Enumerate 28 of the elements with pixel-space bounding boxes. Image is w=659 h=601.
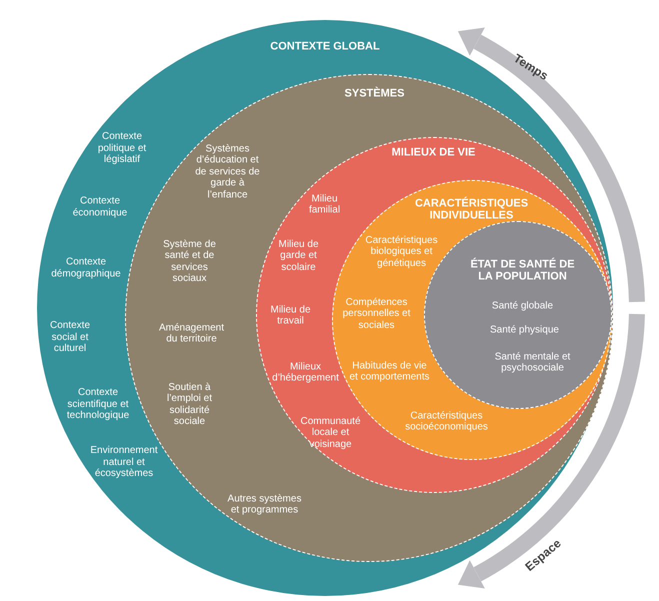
factor-label: Systèmes d’éducation et de services de garde à l’enfance — [194, 142, 261, 200]
factor-label: Milieu de garde et scolaire — [277, 238, 320, 273]
factor-label: Milieu familial — [308, 193, 342, 216]
ring-title: CONTEXTE GLOBAL — [269, 40, 381, 54]
ring-title: ÉTAT DE SANTÉ DE LA POPULATION — [470, 258, 575, 284]
factor-label: Contexte politique et législatif — [96, 130, 148, 166]
factor-label: Environnement naturel et écosystèmes — [89, 444, 159, 480]
factor-label: Contexte social et culturel — [48, 320, 92, 354]
ring-title: SYSTÈMES — [344, 87, 406, 100]
factor-label: Santé physique — [489, 324, 560, 336]
factor-label: Habitudes de vie et comportements — [348, 360, 430, 383]
ring-title: CARACTÉRISTIQUES INDIVIDUELLES — [414, 196, 530, 222]
factor-label: Système de santé et de services sociaux — [162, 238, 217, 284]
factor-label: Aménagement du territoire — [158, 322, 226, 345]
factor-label: Contexte démographique — [50, 256, 122, 280]
factor-label: Compétences personnelles et sociales — [342, 296, 412, 331]
factor-label: Caractéristiques socioéconomiques — [404, 410, 489, 433]
factor-label: Autres systèmes et programmes — [226, 493, 302, 516]
factor-label: Soutien à l’emploi et solidarité sociale — [166, 382, 214, 428]
factor-label: Santé globale — [490, 300, 554, 312]
factor-label: Milieux d’hébergement — [271, 361, 340, 384]
factor-label: Contexte scientifique et technologique — [66, 386, 130, 422]
factor-label: Milieu de travail — [269, 304, 312, 327]
factor-label: Caractéristiques biologiques et génétiques — [364, 234, 439, 269]
ring-title: MILIEUX DE VIE — [390, 146, 476, 159]
factor-label: Contexte économique — [72, 196, 128, 218]
factor-label: Santé mentale et psychosociale — [494, 351, 572, 374]
factor-label: Communauté locale et voisinage — [300, 415, 362, 450]
